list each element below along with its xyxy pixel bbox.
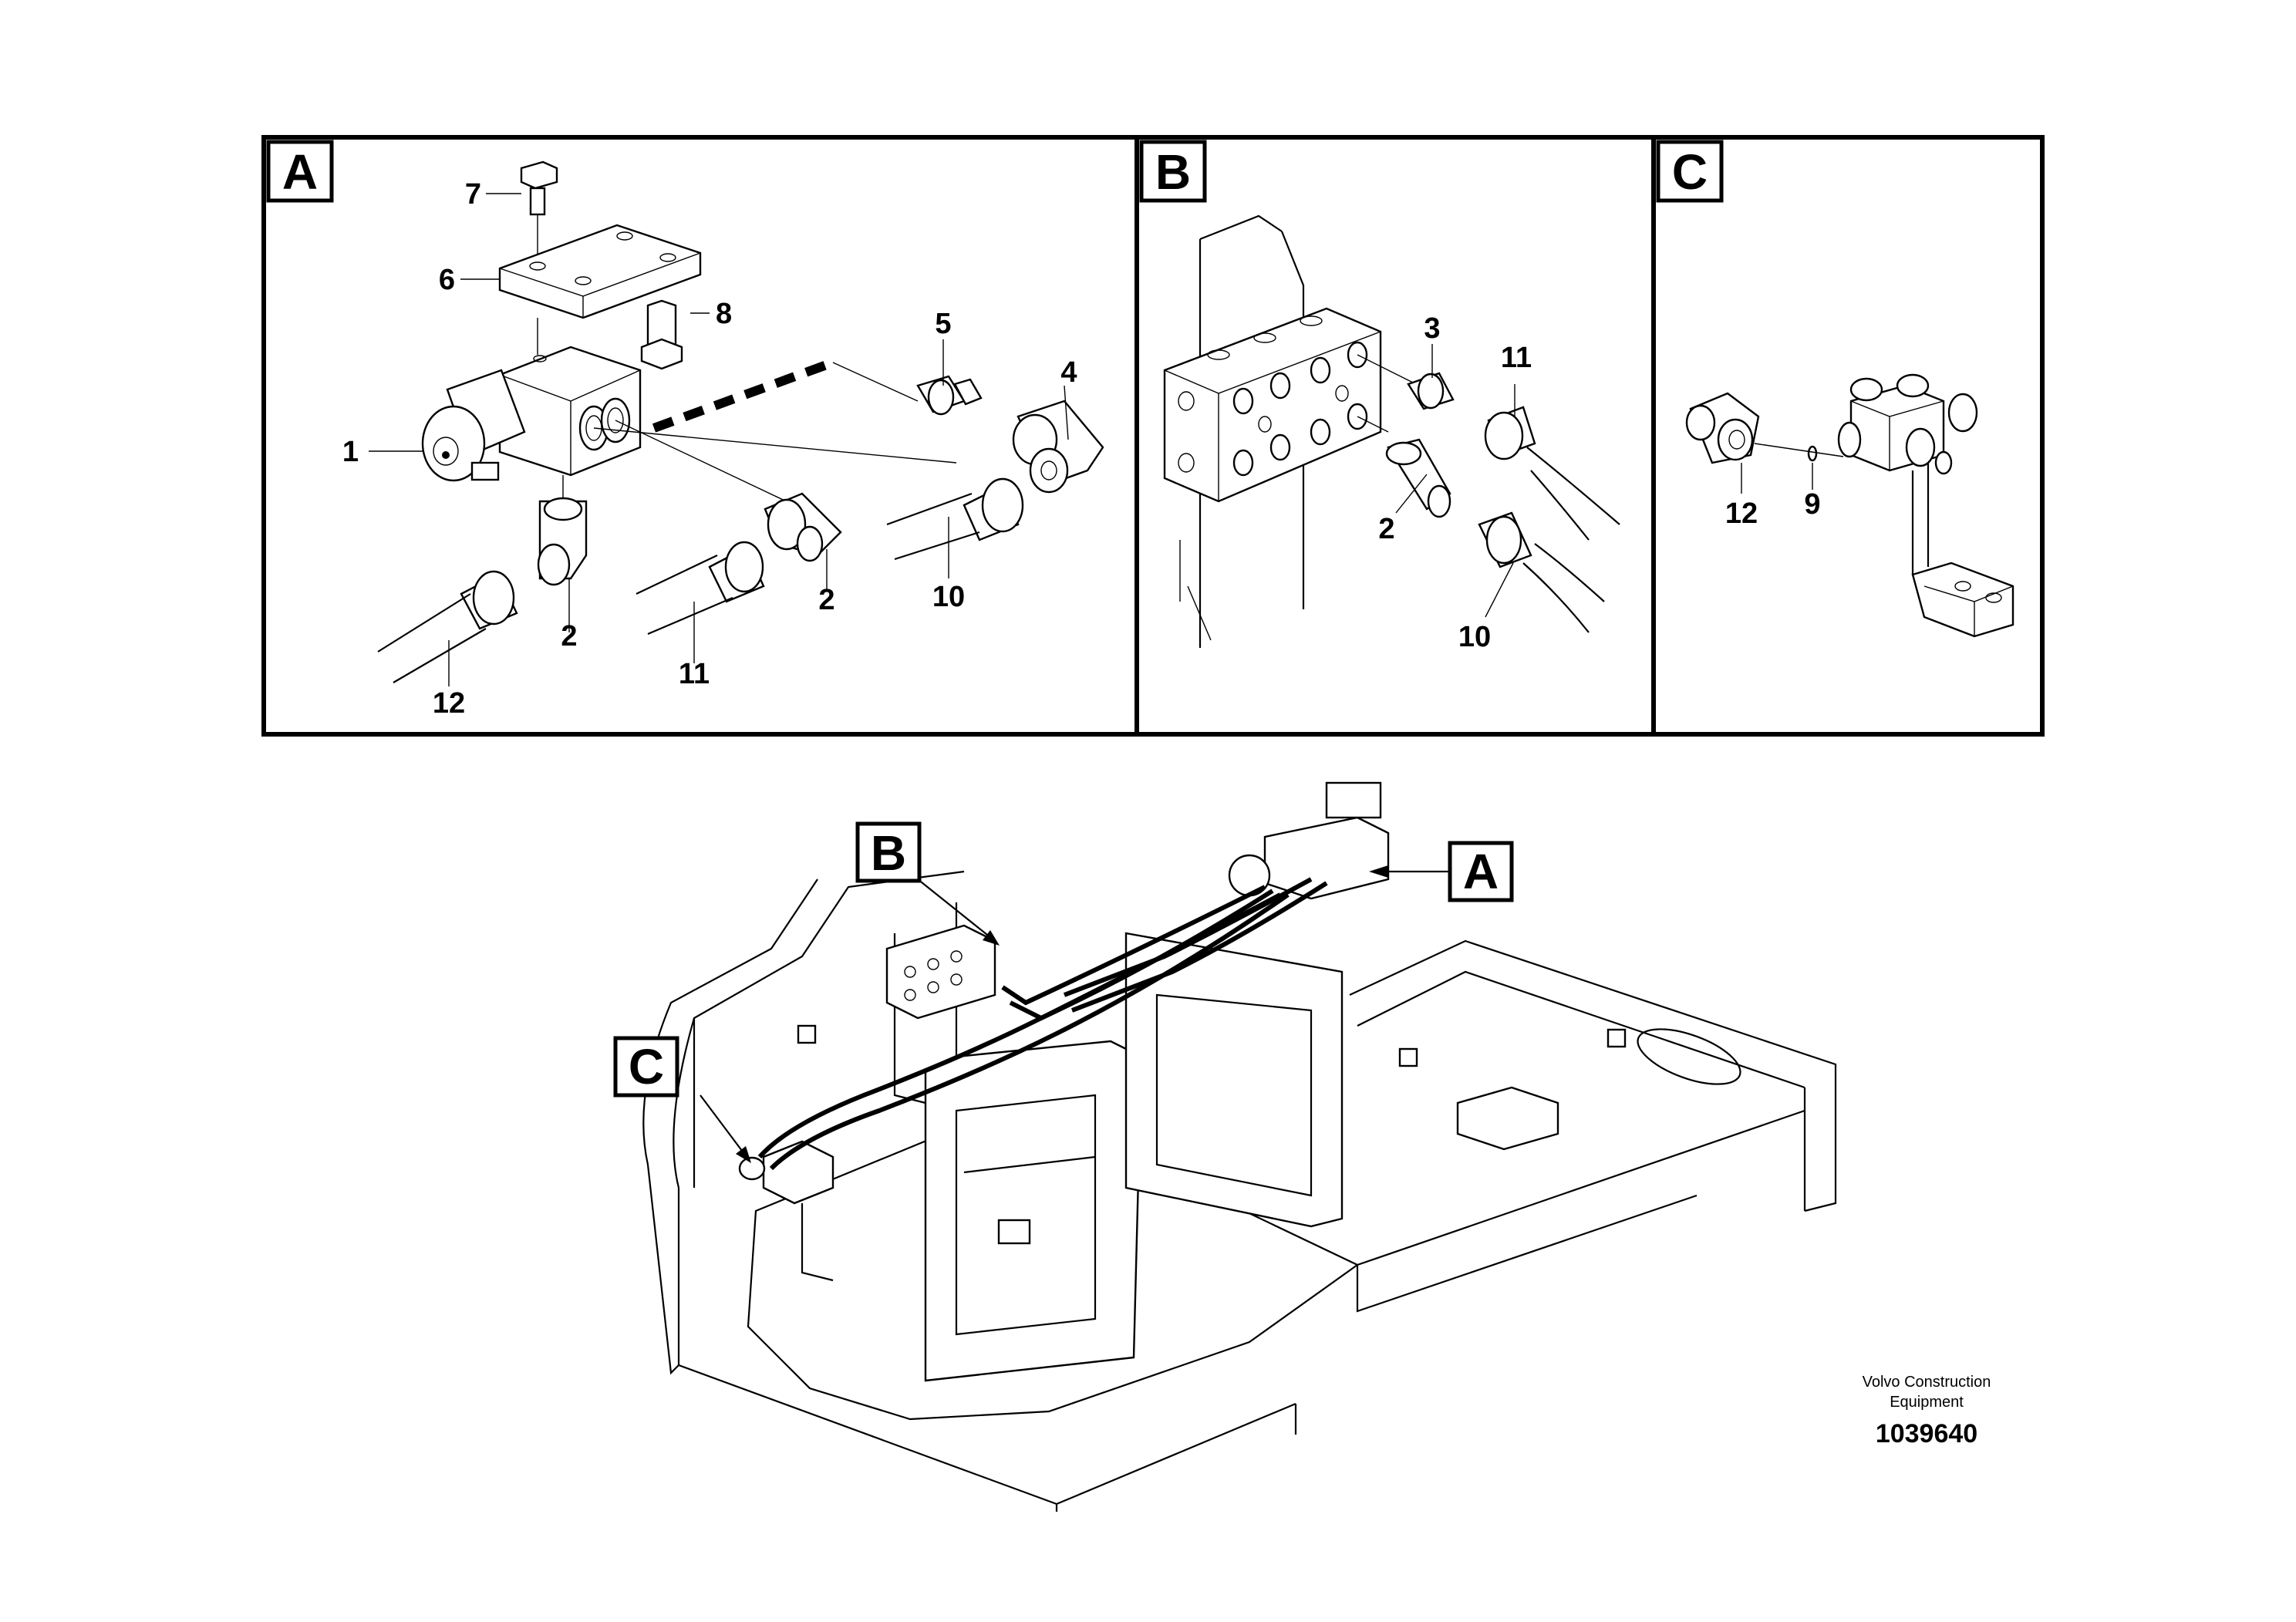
overview-valve-a [1228,781,1390,900]
overview-hoses [757,877,1328,1171]
callout-c-12: 12 [1725,497,1758,530]
panel-a-leaders [369,193,1069,686]
overview-valve-c [738,1140,834,1282]
seal-9 [1807,445,1818,462]
callout-a-11: 11 [679,658,710,690]
callout-a-2-left: 2 [561,620,577,653]
callout-b-10: 10 [1458,621,1491,653]
callout-b-2: 2 [1378,513,1394,545]
overview-tag-a-letter: A [1463,844,1499,899]
overview-tag-c-letter: C [629,1039,664,1094]
callout-a-6: 6 [439,264,455,296]
callout-a-8: 8 [716,298,732,330]
hose-12-end [377,570,518,683]
panel-a-letter: A [282,144,318,200]
bracket-c [1911,463,2014,638]
solenoid-valve-1 [421,346,642,482]
elbow-2-right [764,492,842,562]
document-number: 1039640 [1876,1419,1977,1448]
hose-11-b [1484,406,1620,541]
detail-panels [261,135,2045,737]
callout-a-10: 10 [932,581,965,613]
panel-a-drawing: 1 2 2 4 5 6 7 8 10 11 12 [342,160,1104,720]
callout-a-4: 4 [1060,356,1077,389]
elbow-2-left [537,497,588,586]
overview-tag-b-letter: B [871,825,906,881]
overview-tag-a [1448,841,1514,902]
panel-a-tag: A [266,140,334,203]
hose-10-b [1478,511,1605,633]
elbow-4 [1012,400,1104,494]
elbow-2-b [1385,438,1451,518]
fitting-3 [1407,372,1455,410]
panel-c-tag: C [1656,140,1724,203]
panel-c-letter: C [1672,144,1708,200]
credit-line-1: Volvo Construction [1863,1374,1991,1391]
callout-a-7: 7 [465,178,481,211]
overview-tag-b [855,821,922,883]
credit-line-2: Equipment [1890,1394,1964,1411]
panel-b-tag: B [1139,140,1207,203]
callout-a-5: 5 [935,308,951,340]
callout-b-3: 3 [1424,312,1440,345]
pointer-c [700,1094,747,1158]
overview-manifold-b [885,924,996,1020]
fitting-5 [916,375,983,416]
callout-a-1: 1 [342,436,359,468]
hose-10-end [886,477,1024,561]
plate-6 [498,224,702,319]
overview-tag-c [613,1036,679,1098]
hose-11-end [636,541,765,636]
screw-8 [537,299,683,370]
pointer-b [917,878,996,942]
valve-assembly-c [1837,373,1978,475]
callout-c-9: 9 [1804,488,1820,521]
callout-b-11: 11 [1501,342,1532,374]
manifold-block [1163,307,1382,503]
callout-a-2-right: 2 [818,584,834,616]
callout-a-12: 12 [433,687,465,720]
harness-dashed [652,358,835,433]
overview-drawing: A B C [613,781,1837,1512]
panel-b-letter: B [1155,144,1191,200]
panel-c-drawing: 12 9 [1685,373,2014,638]
elbow-12-c [1685,392,1760,464]
panel-b-drawing: 3 11 2 10 [1163,214,1620,653]
